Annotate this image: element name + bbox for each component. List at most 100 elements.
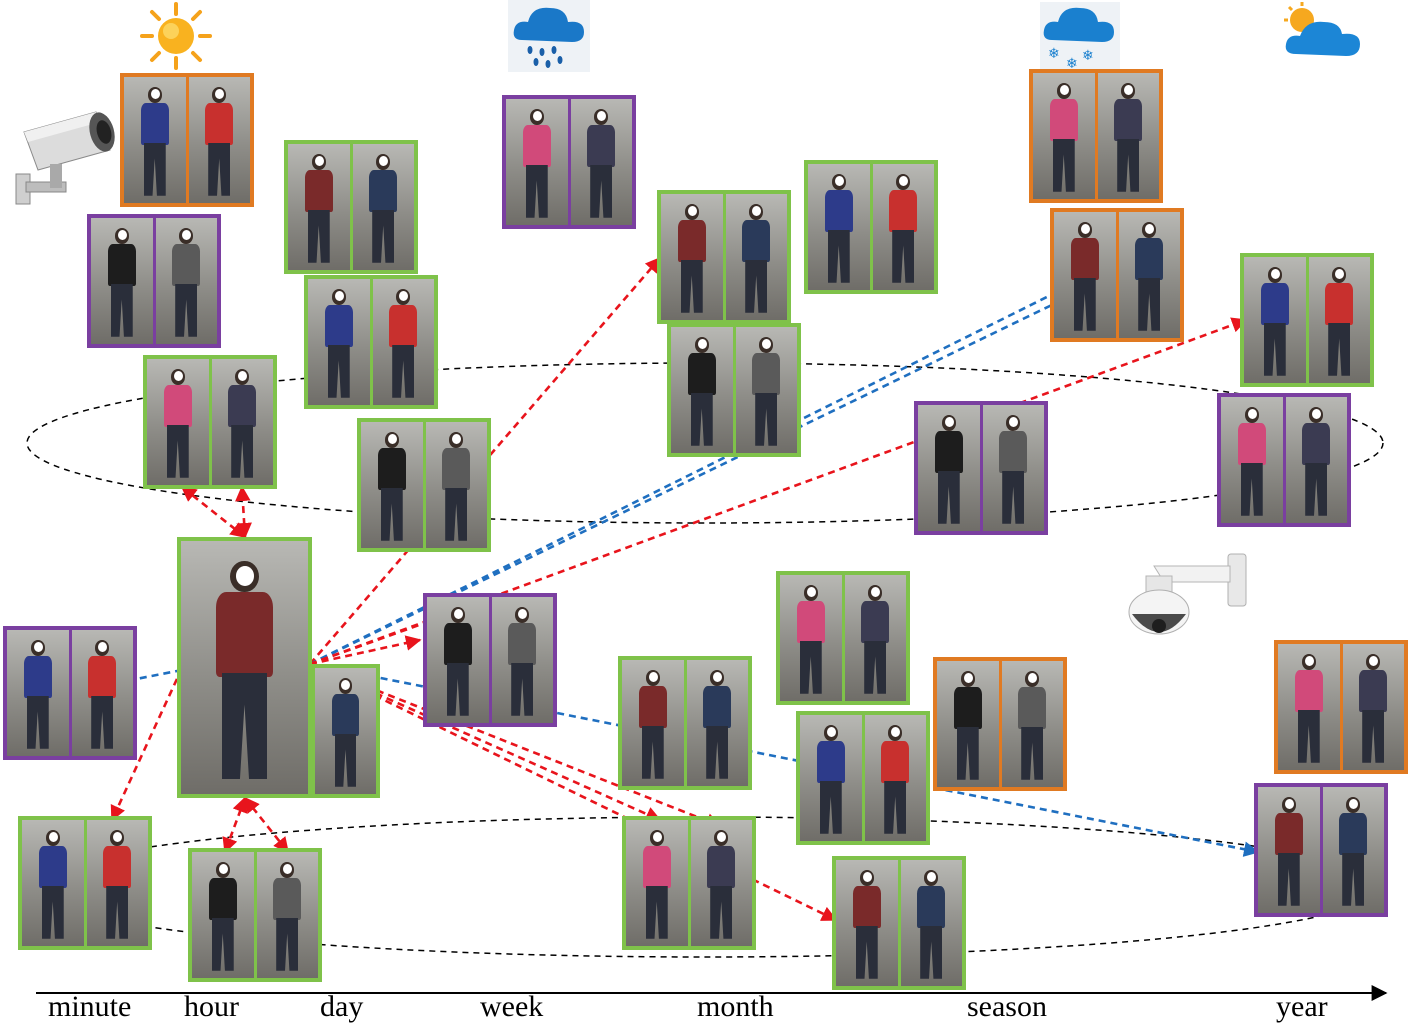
sun-icon xyxy=(140,2,212,70)
face-blur xyxy=(927,872,937,883)
pedestrian-torso xyxy=(1070,237,1099,280)
pedestrian-figure xyxy=(1235,407,1269,518)
red-match-arrow xyxy=(243,796,290,854)
face-blur xyxy=(98,642,108,653)
face-blur xyxy=(1312,409,1322,420)
pedestrian-pair xyxy=(87,214,221,348)
pedestrian-legs xyxy=(143,142,166,196)
pedestrian-torso xyxy=(304,169,333,212)
pedestrian-figure xyxy=(169,228,203,339)
pedestrian-figure xyxy=(1015,671,1049,782)
pedestrian-torso xyxy=(861,600,889,643)
snow-cloud-icon: ❄❄❄ xyxy=(1040,2,1120,72)
pedestrian-figure xyxy=(302,154,336,265)
pedestrian-torso xyxy=(1302,422,1330,465)
pedestrian-legs xyxy=(710,885,733,939)
face-blur xyxy=(283,864,293,875)
face-blur xyxy=(597,111,607,122)
pedestrian-torso xyxy=(752,352,780,395)
face-blur xyxy=(453,609,463,620)
pedestrian-pair xyxy=(3,626,137,760)
face-blur xyxy=(944,417,954,428)
pedestrian-figure xyxy=(161,369,195,480)
pedestrian-torso xyxy=(23,655,52,698)
pedestrian-legs xyxy=(645,885,668,939)
pedestrian-figure xyxy=(704,830,738,941)
pedestrian-legs xyxy=(221,672,268,780)
pedestrian-legs xyxy=(937,470,960,524)
pedestrian-figure xyxy=(932,415,966,526)
pedestrian-torso xyxy=(917,885,945,928)
pedestrian-figure xyxy=(739,204,773,315)
pedestrian-figure xyxy=(749,337,783,448)
pedestrian-figure xyxy=(700,670,734,781)
pedestrian-legs xyxy=(855,925,878,979)
axis-label-week: week xyxy=(480,990,544,1023)
pedestrian-pair xyxy=(1050,208,1184,342)
face-blur xyxy=(113,832,123,843)
pedestrian-torso xyxy=(642,845,671,888)
query-pedestrian-image xyxy=(177,537,312,798)
pedestrian-figure xyxy=(375,432,409,543)
pedestrian-figure xyxy=(640,830,674,941)
pedestrian-torso xyxy=(228,384,256,427)
face-blur xyxy=(1145,224,1155,235)
pedestrian-legs xyxy=(334,733,357,787)
pedestrian-torso xyxy=(331,693,360,736)
pedestrian-figure xyxy=(505,607,539,718)
pedestrian-pair xyxy=(1217,393,1351,527)
pedestrian-pair xyxy=(657,190,791,324)
pedestrian-figure xyxy=(270,862,304,973)
pedestrian-image xyxy=(311,664,380,798)
face-blur xyxy=(452,434,462,445)
partly-cloudy-icon xyxy=(1284,2,1360,56)
pedestrian-torso xyxy=(852,885,881,928)
pedestrian-figure xyxy=(1322,267,1356,378)
face-blur xyxy=(218,864,228,875)
face-blur xyxy=(1247,409,1257,420)
face-blur xyxy=(33,642,43,653)
pedestrian-legs xyxy=(372,209,395,263)
pedestrian-torso xyxy=(638,685,667,728)
pedestrian-legs xyxy=(1263,322,1286,376)
pedestrian-torso xyxy=(522,124,551,167)
pedestrian-legs xyxy=(307,209,330,263)
pedestrian-torso xyxy=(442,447,470,490)
face-blur xyxy=(1009,417,1019,428)
red-match-arrow xyxy=(309,317,1248,666)
pedestrian-legs xyxy=(755,392,778,446)
pedestrian-torso xyxy=(1325,282,1353,325)
pedestrian-legs xyxy=(827,229,850,283)
red-match-arrow xyxy=(309,635,422,666)
red-match-arrow xyxy=(110,667,184,822)
svg-text:❄: ❄ xyxy=(1066,56,1078,72)
red-match-arrow xyxy=(309,662,838,922)
face-blur xyxy=(518,609,528,620)
pedestrian-pair xyxy=(914,401,1048,535)
pedestrian-legs xyxy=(864,640,887,694)
pedestrian-pair xyxy=(618,656,752,790)
face-blur xyxy=(182,230,192,241)
pedestrian-legs xyxy=(799,640,822,694)
pedestrian-legs xyxy=(525,164,548,218)
pedestrian-figure xyxy=(520,109,554,220)
pedestrian-legs xyxy=(641,725,664,779)
pedestrian-legs xyxy=(1138,277,1161,331)
pedestrian-legs xyxy=(327,344,350,398)
pedestrian-figure xyxy=(1068,222,1102,333)
pedestrian-legs xyxy=(956,726,979,780)
pedestrian-legs xyxy=(106,885,129,939)
pedestrian-legs xyxy=(1362,709,1385,763)
pedestrian-torso xyxy=(205,102,233,145)
pedestrian-legs xyxy=(1117,138,1140,192)
face-blur xyxy=(215,89,225,100)
pedestrian-figure xyxy=(858,585,892,696)
face-blur xyxy=(826,727,836,738)
pedestrian-legs xyxy=(819,780,842,834)
pedestrian-torso xyxy=(389,304,417,347)
pedestrian-figure xyxy=(685,337,719,448)
pedestrian-torso xyxy=(881,740,909,783)
axis-label-day: day xyxy=(320,990,364,1023)
pedestrian-figure xyxy=(206,862,240,973)
